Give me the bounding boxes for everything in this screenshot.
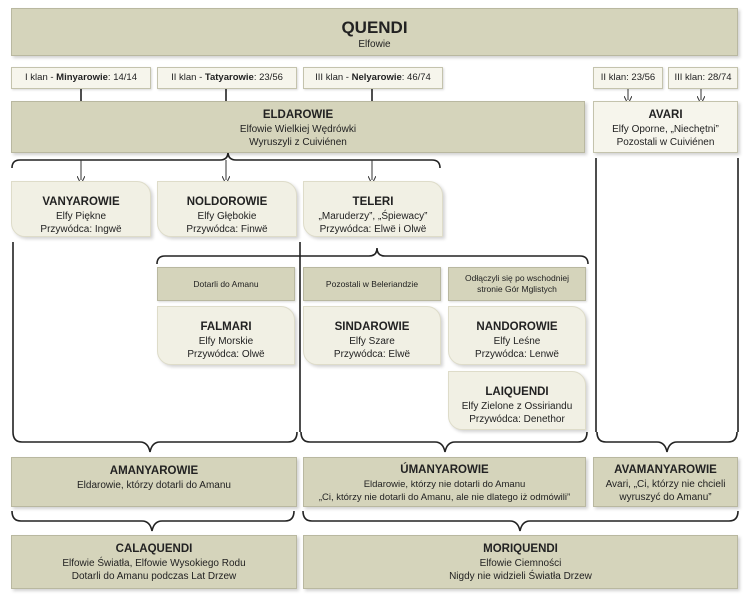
- falmari-card: FALMARI Elfy Morskie Przywódca: Olwë: [157, 306, 295, 365]
- bracket-teleri: [156, 247, 589, 265]
- clan-label: III klan: 28/74: [674, 72, 732, 83]
- moriquendi-line: Nigdy nie widzieli Światła Drzew: [449, 571, 592, 582]
- bracket-umanyarowie: [300, 431, 588, 453]
- falmari-line: Przywódca: Olwë: [187, 349, 265, 360]
- sindarowie-title: SINDAROWIE: [334, 321, 410, 333]
- bracket-amanyarowie: [12, 431, 298, 453]
- clan-prefix: III klan -: [315, 72, 352, 83]
- clan-prefix: I klan -: [25, 72, 57, 83]
- tag-pozostali-w-beleriandzie: Pozostali w Beleriandzie: [303, 267, 441, 301]
- tag-label: Dotarli do Amanu: [193, 278, 259, 289]
- nandorowie-line: Elfy Leśne: [493, 336, 541, 347]
- vanyarowie-card: VANYAROWIE Elfy Piękne Przywódca: Ingwë: [11, 181, 151, 237]
- teleri-line: Przywódca: Elwë i Olwë: [319, 224, 427, 235]
- clan-tatyarowie: II klan - Tatyarowie: 23/56: [157, 67, 297, 89]
- calaquendi-box: CALAQUENDI Elfowie Światła, Elfowie Wyso…: [11, 535, 297, 589]
- laiquendi-title: LAIQUENDI: [485, 386, 549, 398]
- clan-name: Tatyarowie: [204, 72, 254, 83]
- laiquendi-card: LAIQUENDI Elfy Zielone z Ossiriandu Przy…: [448, 371, 586, 430]
- tag-gory-mgliste: Odłączyli się po wschodniej stronie Gór …: [448, 267, 586, 301]
- avari-line: Elfy Oporne, „Niechętni”: [612, 124, 719, 135]
- sindarowie-card: SINDAROWIE Elfy Szare Przywódca: Elwë: [303, 306, 441, 365]
- amanyarowie-title: AMANYAROWIE: [109, 465, 199, 477]
- clan-label: II klan: 23/56: [600, 72, 656, 83]
- clan-minyarowie: I klan - Minyarowie: 14/14: [11, 67, 151, 89]
- nandorowie-title: NANDOROWIE: [476, 321, 558, 333]
- sindarowie-line: Elfy Szare: [349, 336, 395, 347]
- quendi-title: QUENDI: [341, 18, 408, 37]
- avamanyarowie-box: AVAMANYAROWIE Avari, „Ci, którzy nie chc…: [593, 457, 738, 507]
- avamanyarowie-line: Avari, „Ci, którzy nie chcieli: [605, 479, 726, 490]
- teleri-line: „Maruderzy”, „Śpiewacy”: [318, 211, 428, 222]
- calaquendi-line: Elfowie Światła, Elfowie Wysokiego Rodu: [62, 558, 246, 569]
- tag-label: Pozostali w Beleriandzie: [325, 278, 419, 289]
- sindarowie-line: Przywódca: Elwë: [333, 349, 411, 360]
- umanyarowie-line: „Ci, którzy nie dotarli do Amanu, ale ni…: [318, 492, 571, 503]
- avari-box: AVARI Elfy Oporne, „Niechętni” Pozostali…: [593, 101, 738, 153]
- clan-count: : 14/14: [107, 72, 137, 83]
- avari-title: AVARI: [648, 109, 683, 121]
- clan-count: : 23/56: [253, 72, 283, 83]
- eldarowie-line: Elfowie Wielkiej Wędrówki: [239, 124, 357, 135]
- noldorowie-line: Przywódca: Finwë: [186, 224, 268, 235]
- umanyarowie-title: ÚMANYAROWIE: [400, 464, 489, 476]
- nandorowie-card: NANDOROWIE Elfy Leśne Przywódca: Lenwë: [448, 306, 586, 365]
- vanyarowie-line: Elfy Piękne: [55, 211, 107, 222]
- bracket-calaquendi: [11, 510, 295, 532]
- avamanyarowie-line: wyruszyć do Amanu”: [619, 492, 712, 503]
- bracket-moriquendi: [302, 510, 739, 532]
- bracket-avamanyarowie: [596, 431, 738, 453]
- clan-count: : 46/74: [401, 72, 431, 83]
- amanyarowie-box: AMANYAROWIE Eldarowie, którzy dotarli do…: [11, 457, 297, 507]
- eldarowie-box: ELDAROWIE Elfowie Wielkiej Wędrówki Wyru…: [11, 101, 585, 153]
- eldarowie-line: Wyruszyli z Cuiviénen: [249, 137, 347, 148]
- falmari-title: FALMARI: [200, 321, 252, 333]
- falmari-line: Elfy Morskie: [198, 336, 254, 347]
- quendi-subtitle: Elfowie: [358, 39, 391, 50]
- clan-name: Minyarowie: [56, 72, 108, 83]
- laiquendi-line: Przywódca: Denethor: [469, 414, 565, 425]
- clan-name: Nelyarowie: [351, 72, 402, 83]
- umanyarowie-line: Eldarowie, którzy nie dotarli do Amanu: [363, 479, 526, 490]
- amanyarowie-line: Eldarowie, którzy dotarli do Amanu: [77, 480, 231, 491]
- avari-clan-tatyarowie: II klan: 23/56: [593, 67, 663, 89]
- avamanyarowie-title: AVAMANYAROWIE: [614, 464, 717, 476]
- noldorowie-title: NOLDOROWIE: [186, 196, 268, 208]
- moriquendi-line: Elfowie Ciemności: [479, 558, 562, 569]
- noldorowie-card: NOLDOROWIE Elfy Głębokie Przywódca: Finw…: [157, 181, 297, 237]
- noldorowie-line: Elfy Głębokie: [197, 211, 257, 222]
- moriquendi-title: MORIQUENDI: [483, 543, 558, 555]
- vanyarowie-line: Przywódca: Ingwë: [40, 224, 122, 235]
- eldarowie-title: ELDAROWIE: [262, 109, 334, 121]
- calaquendi-line: Dotarli do Amanu podczas Lat Drzew: [71, 571, 237, 582]
- calaquendi-title: CALAQUENDI: [115, 543, 193, 555]
- teleri-title: TELERI: [352, 196, 394, 208]
- avari-line: Pozostali w Cuiviénen: [616, 137, 715, 148]
- avari-clan-nelyarowie: III klan: 28/74: [668, 67, 738, 89]
- clan-nelyarowie: III klan - Nelyarowie: 46/74: [303, 67, 443, 89]
- clan-prefix: II klan -: [171, 72, 205, 83]
- tag-dotarli-do-amanu: Dotarli do Amanu: [157, 267, 295, 301]
- tag-label: Odłączyli się po wschodniej stronie Gór …: [465, 273, 569, 294]
- laiquendi-line: Elfy Zielone z Ossiriandu: [461, 401, 573, 412]
- vanyarowie-title: VANYAROWIE: [42, 196, 120, 208]
- nandorowie-line: Przywódca: Lenwë: [475, 349, 559, 360]
- teleri-card: TELERI „Maruderzy”, „Śpiewacy” Przywódca…: [303, 181, 443, 237]
- moriquendi-box: MORIQUENDI Elfowie Ciemności Nigdy nie w…: [303, 535, 738, 589]
- umanyarowie-box: ÚMANYAROWIE Eldarowie, którzy nie dotarl…: [303, 457, 586, 507]
- quendi-box: QUENDI Elfowie: [11, 8, 738, 56]
